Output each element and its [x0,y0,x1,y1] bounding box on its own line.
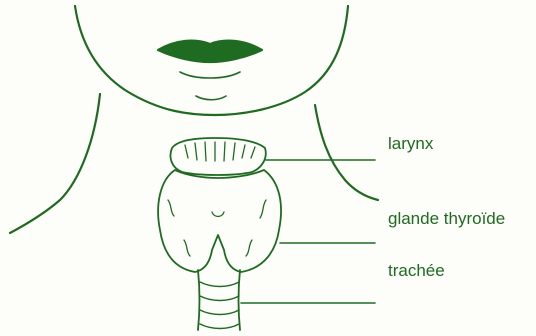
thyroid-texture [168,200,266,256]
label-trachea: trachée [388,262,445,279]
neck-right [315,105,378,200]
mouth [158,41,262,62]
larynx-texture [185,142,255,161]
neck-left [10,94,100,233]
label-larynx: larynx [388,135,433,152]
trachea-rings [200,282,239,329]
thyroid-gland [158,170,281,272]
chin-line [196,96,226,100]
label-thyroid: glande thyroïde [388,210,505,227]
lower-lip [180,72,240,78]
